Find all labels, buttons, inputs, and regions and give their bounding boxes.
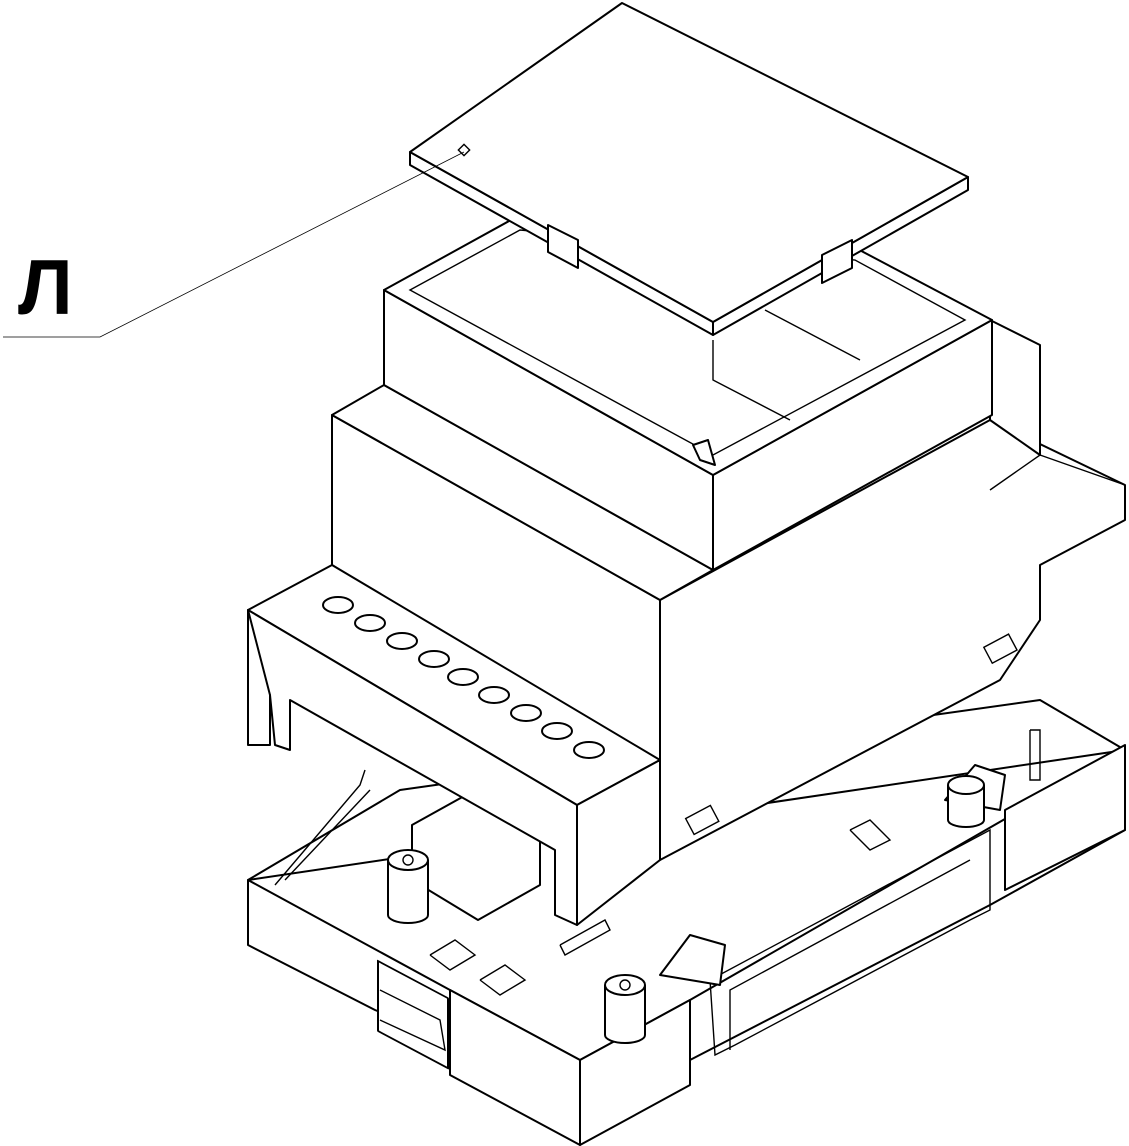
terminal-block xyxy=(247,564,661,926)
callout-label: Л xyxy=(18,243,73,331)
lid xyxy=(409,2,969,336)
callout-leader-line xyxy=(3,151,465,338)
terminal-screw-holes xyxy=(322,596,605,759)
main-body xyxy=(331,319,1126,861)
screw-posts xyxy=(387,775,985,1044)
upper-box xyxy=(383,214,993,571)
